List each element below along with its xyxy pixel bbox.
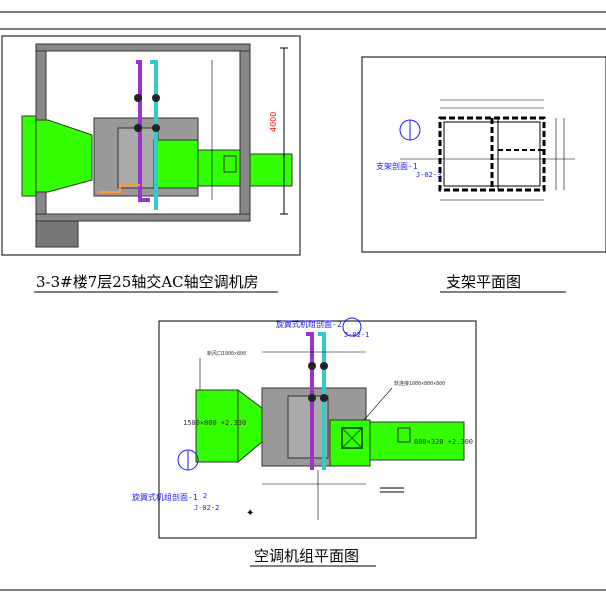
floor-slab bbox=[35, 220, 79, 248]
plan-outlet-duct bbox=[369, 421, 465, 461]
plan-left-duct-label: 1500×800 +2.330 bbox=[183, 419, 246, 427]
elevation-view: 4000 bbox=[1, 35, 301, 256]
plan-ahu-coil bbox=[341, 427, 363, 449]
plan-callout-top: 旋翼式机组剖面-2 bbox=[276, 319, 342, 329]
outlet-damper bbox=[223, 155, 237, 173]
plan-valve-1 bbox=[308, 362, 316, 370]
valve-2 bbox=[152, 94, 160, 102]
elevation-frame bbox=[1, 35, 301, 256]
support-frame-bottom-beam bbox=[35, 213, 251, 222]
plan-section-bubble-top bbox=[342, 317, 362, 337]
support-plan-view: 支架剖面-1 J-02-3 bbox=[361, 56, 606, 253]
plan-damper bbox=[397, 427, 411, 443]
valve-3 bbox=[134, 124, 142, 132]
plan-left-note: 新风口1000×800 bbox=[207, 350, 246, 357]
plan-pipe-purple bbox=[306, 332, 314, 470]
outlet-duct-end bbox=[249, 153, 293, 187]
ahu-green-section bbox=[153, 139, 199, 189]
support-section-callout: 支架剖面-1 bbox=[376, 161, 418, 171]
support-plan-title: 支架平面图 bbox=[446, 273, 521, 291]
support-frame-top-beam bbox=[35, 43, 251, 52]
plan-pipe-cyan bbox=[318, 332, 326, 470]
support-frame-right-post bbox=[239, 43, 251, 215]
plan-callout-bottom-ref: J-02-2 bbox=[194, 504, 219, 512]
pipe-return-cyan bbox=[150, 60, 158, 210]
north-marker: ✦ bbox=[246, 508, 254, 519]
plan-valve-4 bbox=[320, 394, 328, 402]
elevation-dimension: 4000 bbox=[269, 112, 278, 132]
unit-plan-view: 旋翼式机组剖面-2 J-02-1 旋翼式机组剖面-1 2 J-02-2 1500… bbox=[132, 317, 477, 539]
sheet-border bbox=[0, 11, 606, 591]
outlet-duct bbox=[197, 149, 241, 187]
plan-valve-2 bbox=[320, 362, 328, 370]
plan-callout-bottom: 旋翼式机组剖面-1 bbox=[132, 492, 198, 502]
unit-plan-frame bbox=[158, 320, 477, 539]
elevation-title: 3-3#楼7层25轴交AC轴空调机房 bbox=[36, 273, 259, 291]
valve-4 bbox=[152, 124, 160, 132]
plan-right-note: 软连接1000×800×800 bbox=[394, 380, 445, 387]
plan-callout-bottom-num: 2 bbox=[203, 492, 207, 500]
plan-intake-box bbox=[195, 389, 239, 463]
support-plan-frame bbox=[361, 56, 606, 253]
plan-ahu-green bbox=[329, 419, 371, 467]
drain-pipe bbox=[98, 184, 140, 193]
support-grid-outer bbox=[438, 116, 546, 192]
valve-1 bbox=[134, 94, 142, 102]
intake-flange bbox=[21, 115, 37, 197]
plan-valve-3 bbox=[308, 394, 316, 402]
support-sheet-ref: J-02-3 bbox=[416, 171, 441, 179]
plan-callout-top-ref: J-02-1 bbox=[344, 331, 369, 339]
unit-plan-title: 空调机组平面图 bbox=[254, 547, 359, 565]
plan-right-duct-label: 800×320 +2.300 bbox=[414, 438, 473, 446]
plan-ahu-panel bbox=[287, 395, 329, 459]
